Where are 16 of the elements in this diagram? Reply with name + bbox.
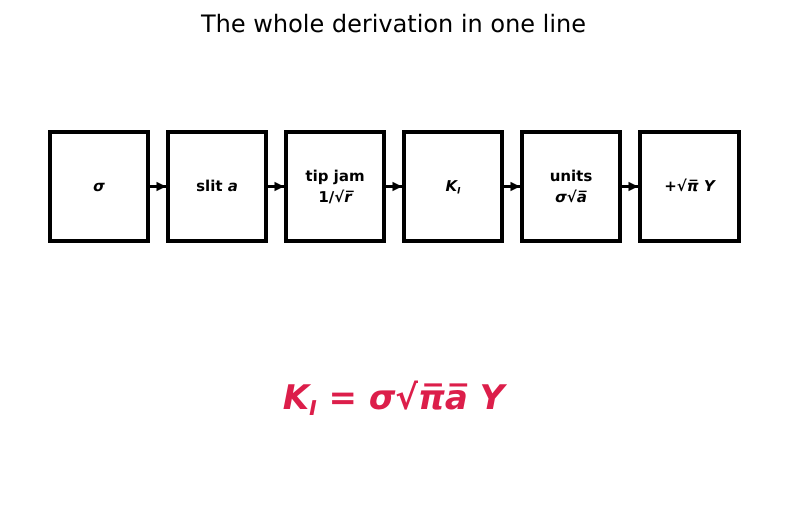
node-label: slit a: [196, 176, 238, 197]
process-box: [638, 130, 741, 243]
process-box: [48, 130, 150, 243]
process-box: [402, 130, 504, 243]
node-label: +√π̅ Y: [664, 176, 715, 197]
formula-text: K$_{I}$ = σ√π̅a̅ Y: [0, 378, 787, 418]
formula-text: σ√a̅: [555, 186, 587, 208]
process-box: [166, 130, 268, 243]
formula-text: K$_{I}$: [446, 176, 460, 197]
formula-text: σ: [93, 176, 105, 197]
node-label: tip jam: [305, 166, 365, 186]
process-box: [520, 130, 622, 243]
node-label: units: [550, 166, 592, 186]
diagram-title: The whole derivation in one line: [200, 10, 587, 38]
formula-text: 1/√r̅: [318, 186, 352, 208]
process-box: [284, 130, 386, 243]
